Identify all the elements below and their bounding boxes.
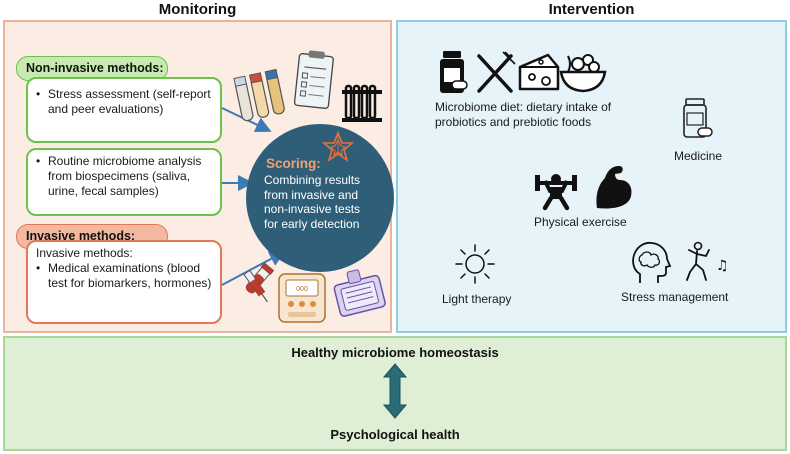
brain-head-icon [632,241,672,283]
svg-text:000: 000 [296,286,308,293]
supplement-bottle-icon [440,51,468,93]
fruit-bowl-icon [559,54,607,93]
sun-icon [455,244,495,284]
exercise-label: Physical exercise [534,215,627,229]
stress-assessment-text: Stress assessment (self-report and peer … [48,87,211,116]
scoring-title: Scoring: [266,156,321,171]
svg-text:♫: ♫ [716,258,729,274]
double-arrow-icon [382,363,408,419]
dancer-icon: ♫ [686,241,729,281]
light-therapy-label: Light therapy [442,292,512,306]
flexed-arm-icon [596,166,632,209]
non-invasive-header: Non-invasive methods: [16,56,168,81]
test-kit-icon [333,269,386,317]
medical-exams-box: Invasive methods: • Medical examinations … [26,240,222,324]
bullet: • [36,154,41,168]
scoring-circle [246,124,394,272]
arrow-medical [221,251,286,286]
tube-rack-icon [342,84,382,122]
test-tubes-icon [233,68,285,122]
scoring-star-icon [321,130,355,162]
invasive-sub-label: Invasive methods: [36,246,133,260]
bullet: • [36,261,41,275]
homeostasis-label: Healthy microbiome homeostasis [291,345,499,360]
diet-label: Microbiome diet: dietary intake of probi… [435,100,612,129]
stress-management-label: Stress management [621,290,729,304]
weightlifter-icon [535,174,577,211]
medical-exams-text: Medical examinations (blood test for bio… [48,261,212,290]
psychological-health-label: Psychological health [330,427,460,442]
microbiome-analysis-text: Routine microbiome analysis from biospec… [48,154,202,198]
analyzer-device-icon: 000 [278,273,326,323]
cheese-icon [518,53,560,91]
clipboard-icon [293,50,334,109]
pill-bottle-icon [683,98,713,138]
medicine-label: Medicine [674,149,723,163]
intervention-title: Intervention [548,1,635,18]
fork-knife-icon [477,51,516,93]
scoring-text: Combining results from invasive and non-… [264,173,361,231]
monitoring-title: Monitoring [158,1,237,18]
microbiome-analysis-box: • Routine microbiome analysis from biospe… [26,148,222,216]
blood-syringe-icon [243,262,275,303]
bullet: • [36,87,41,101]
stress-assessment-box: • Stress assessment (self-report and peer… [26,77,222,143]
